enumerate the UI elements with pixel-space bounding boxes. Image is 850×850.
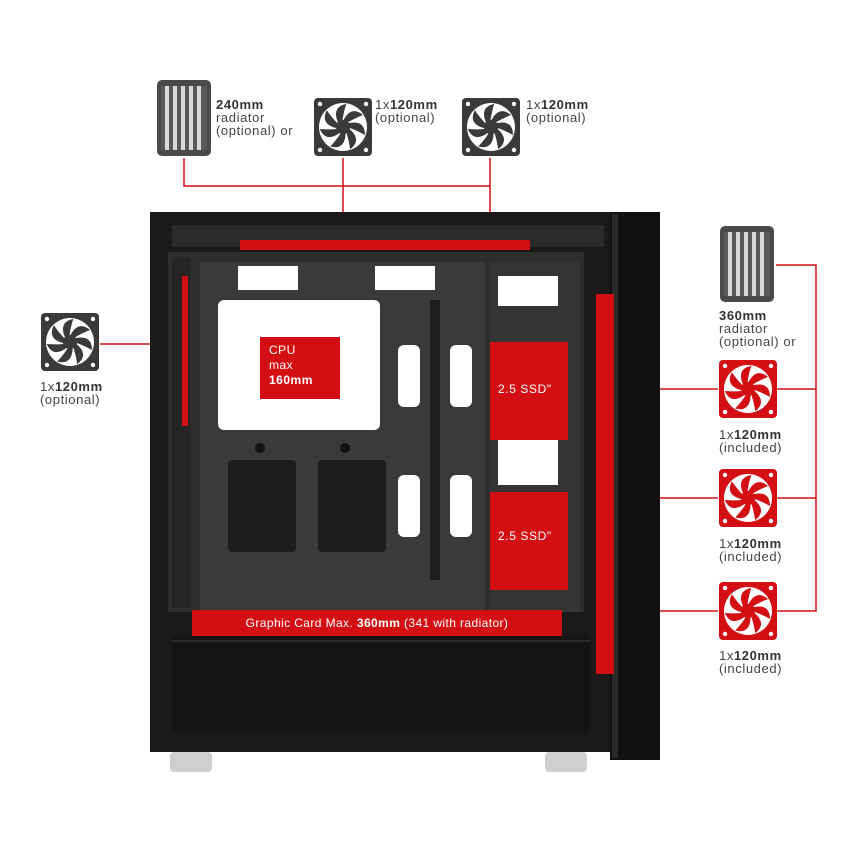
top-radiator-label: 240mm radiator (optional) or [216,97,294,138]
gpu-clearance-bar: Graphic Card Max. 360mm (341 with radiat… [192,610,562,636]
fan-icon [719,582,777,640]
front-fan-1-label: 1x120mm (included) [719,427,783,455]
gpu-value: 360mm [356,616,401,630]
front-fan-2-label: 1x120mm (included) [719,536,783,564]
gpu-suffix: (341 with radiator) [400,616,509,630]
rear-fan-label: 1x120mm (optional) [40,379,103,407]
fan-icon [719,469,777,527]
cpu-line-1: CPU [269,343,296,357]
gpu-prefix: Graphic Card Max. [245,616,357,630]
fan-icon [719,360,777,418]
cpu-line-2: max [269,358,294,372]
ssd-bay-1 [490,342,568,440]
ssd-bay-2 [490,492,568,590]
radiator-icon [157,80,211,156]
cpu-line-3: 160mm [269,373,313,387]
ssd-label-1: 2.5 SSD" [498,382,552,396]
fan-icon [462,98,520,156]
top-fan-2-label: 1x120mm (optional) [526,97,589,125]
cpu-clearance-box: CPU max 160mm [260,337,340,399]
fan-icon [41,313,99,371]
front-radiator-label: 360mm radiator (optional) or [719,308,797,349]
pc-case [150,212,660,772]
ssd-label-2: 2.5 SSD" [498,529,552,543]
top-fan-1-label: 1x120mm (optional) [375,97,438,125]
front-accent-strip [596,294,614,674]
radiator-icon [720,226,774,302]
fan-icon [314,98,372,156]
front-fan-3-label: 1x120mm (included) [719,648,783,676]
